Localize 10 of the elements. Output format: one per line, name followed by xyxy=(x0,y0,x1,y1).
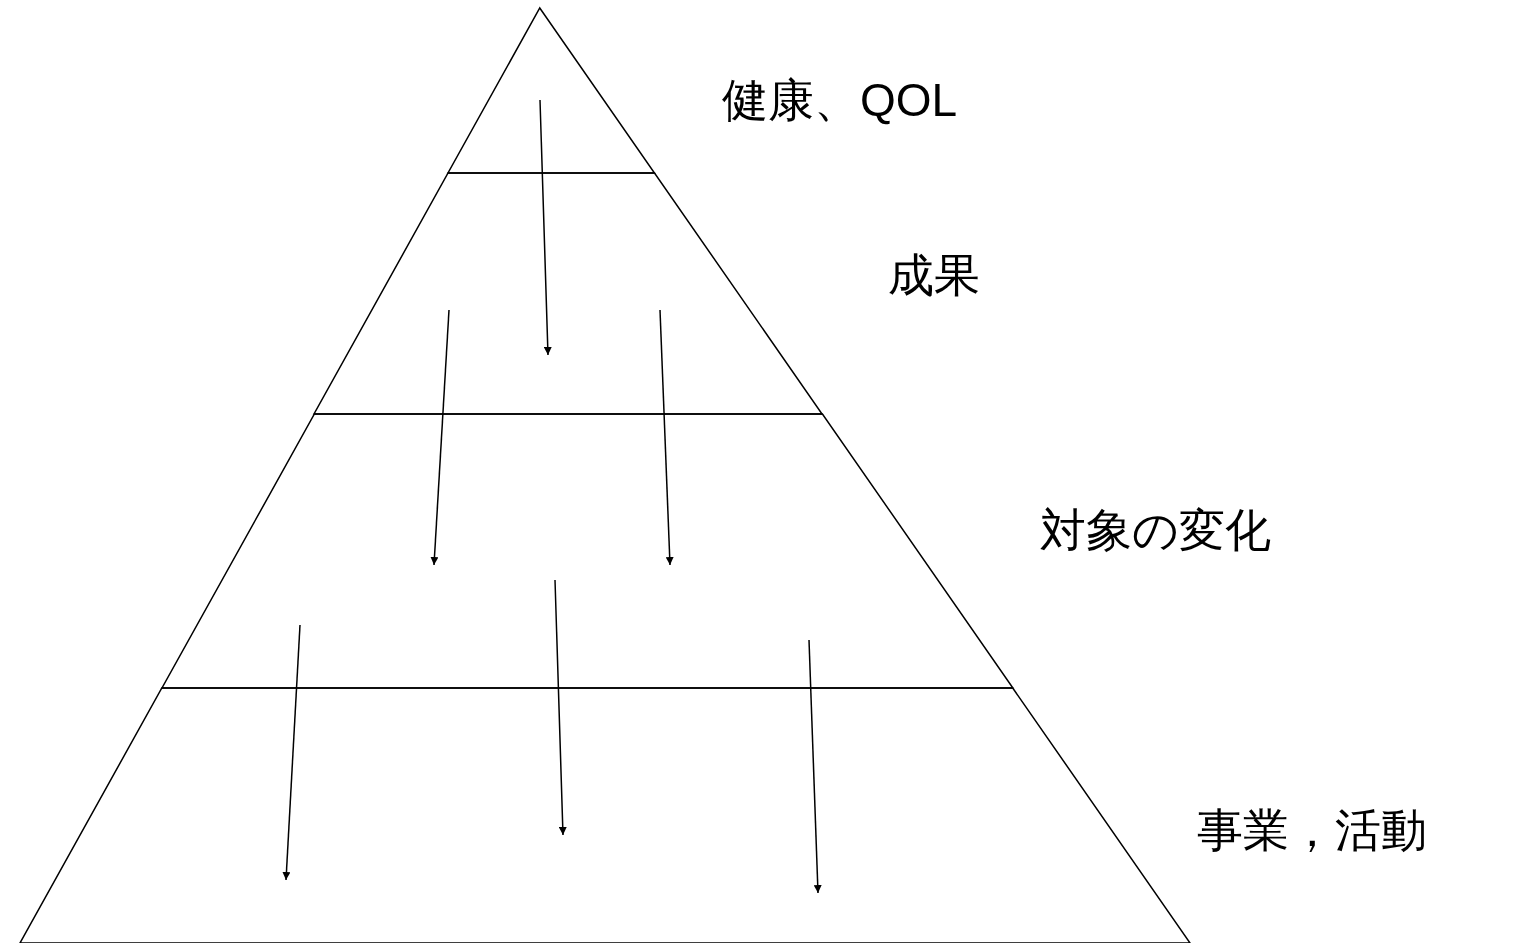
band-label: 事業，活動 xyxy=(1197,805,1427,855)
band-label: 成果 xyxy=(888,250,980,300)
band-label: 対象の変化 xyxy=(1040,505,1271,555)
arrow xyxy=(539,99,552,356)
band-label: 健康、QOL xyxy=(722,75,958,125)
arrow xyxy=(554,579,567,836)
arrow xyxy=(282,624,301,881)
arrow xyxy=(808,639,822,894)
arrow xyxy=(430,309,450,566)
arrow xyxy=(659,309,674,566)
